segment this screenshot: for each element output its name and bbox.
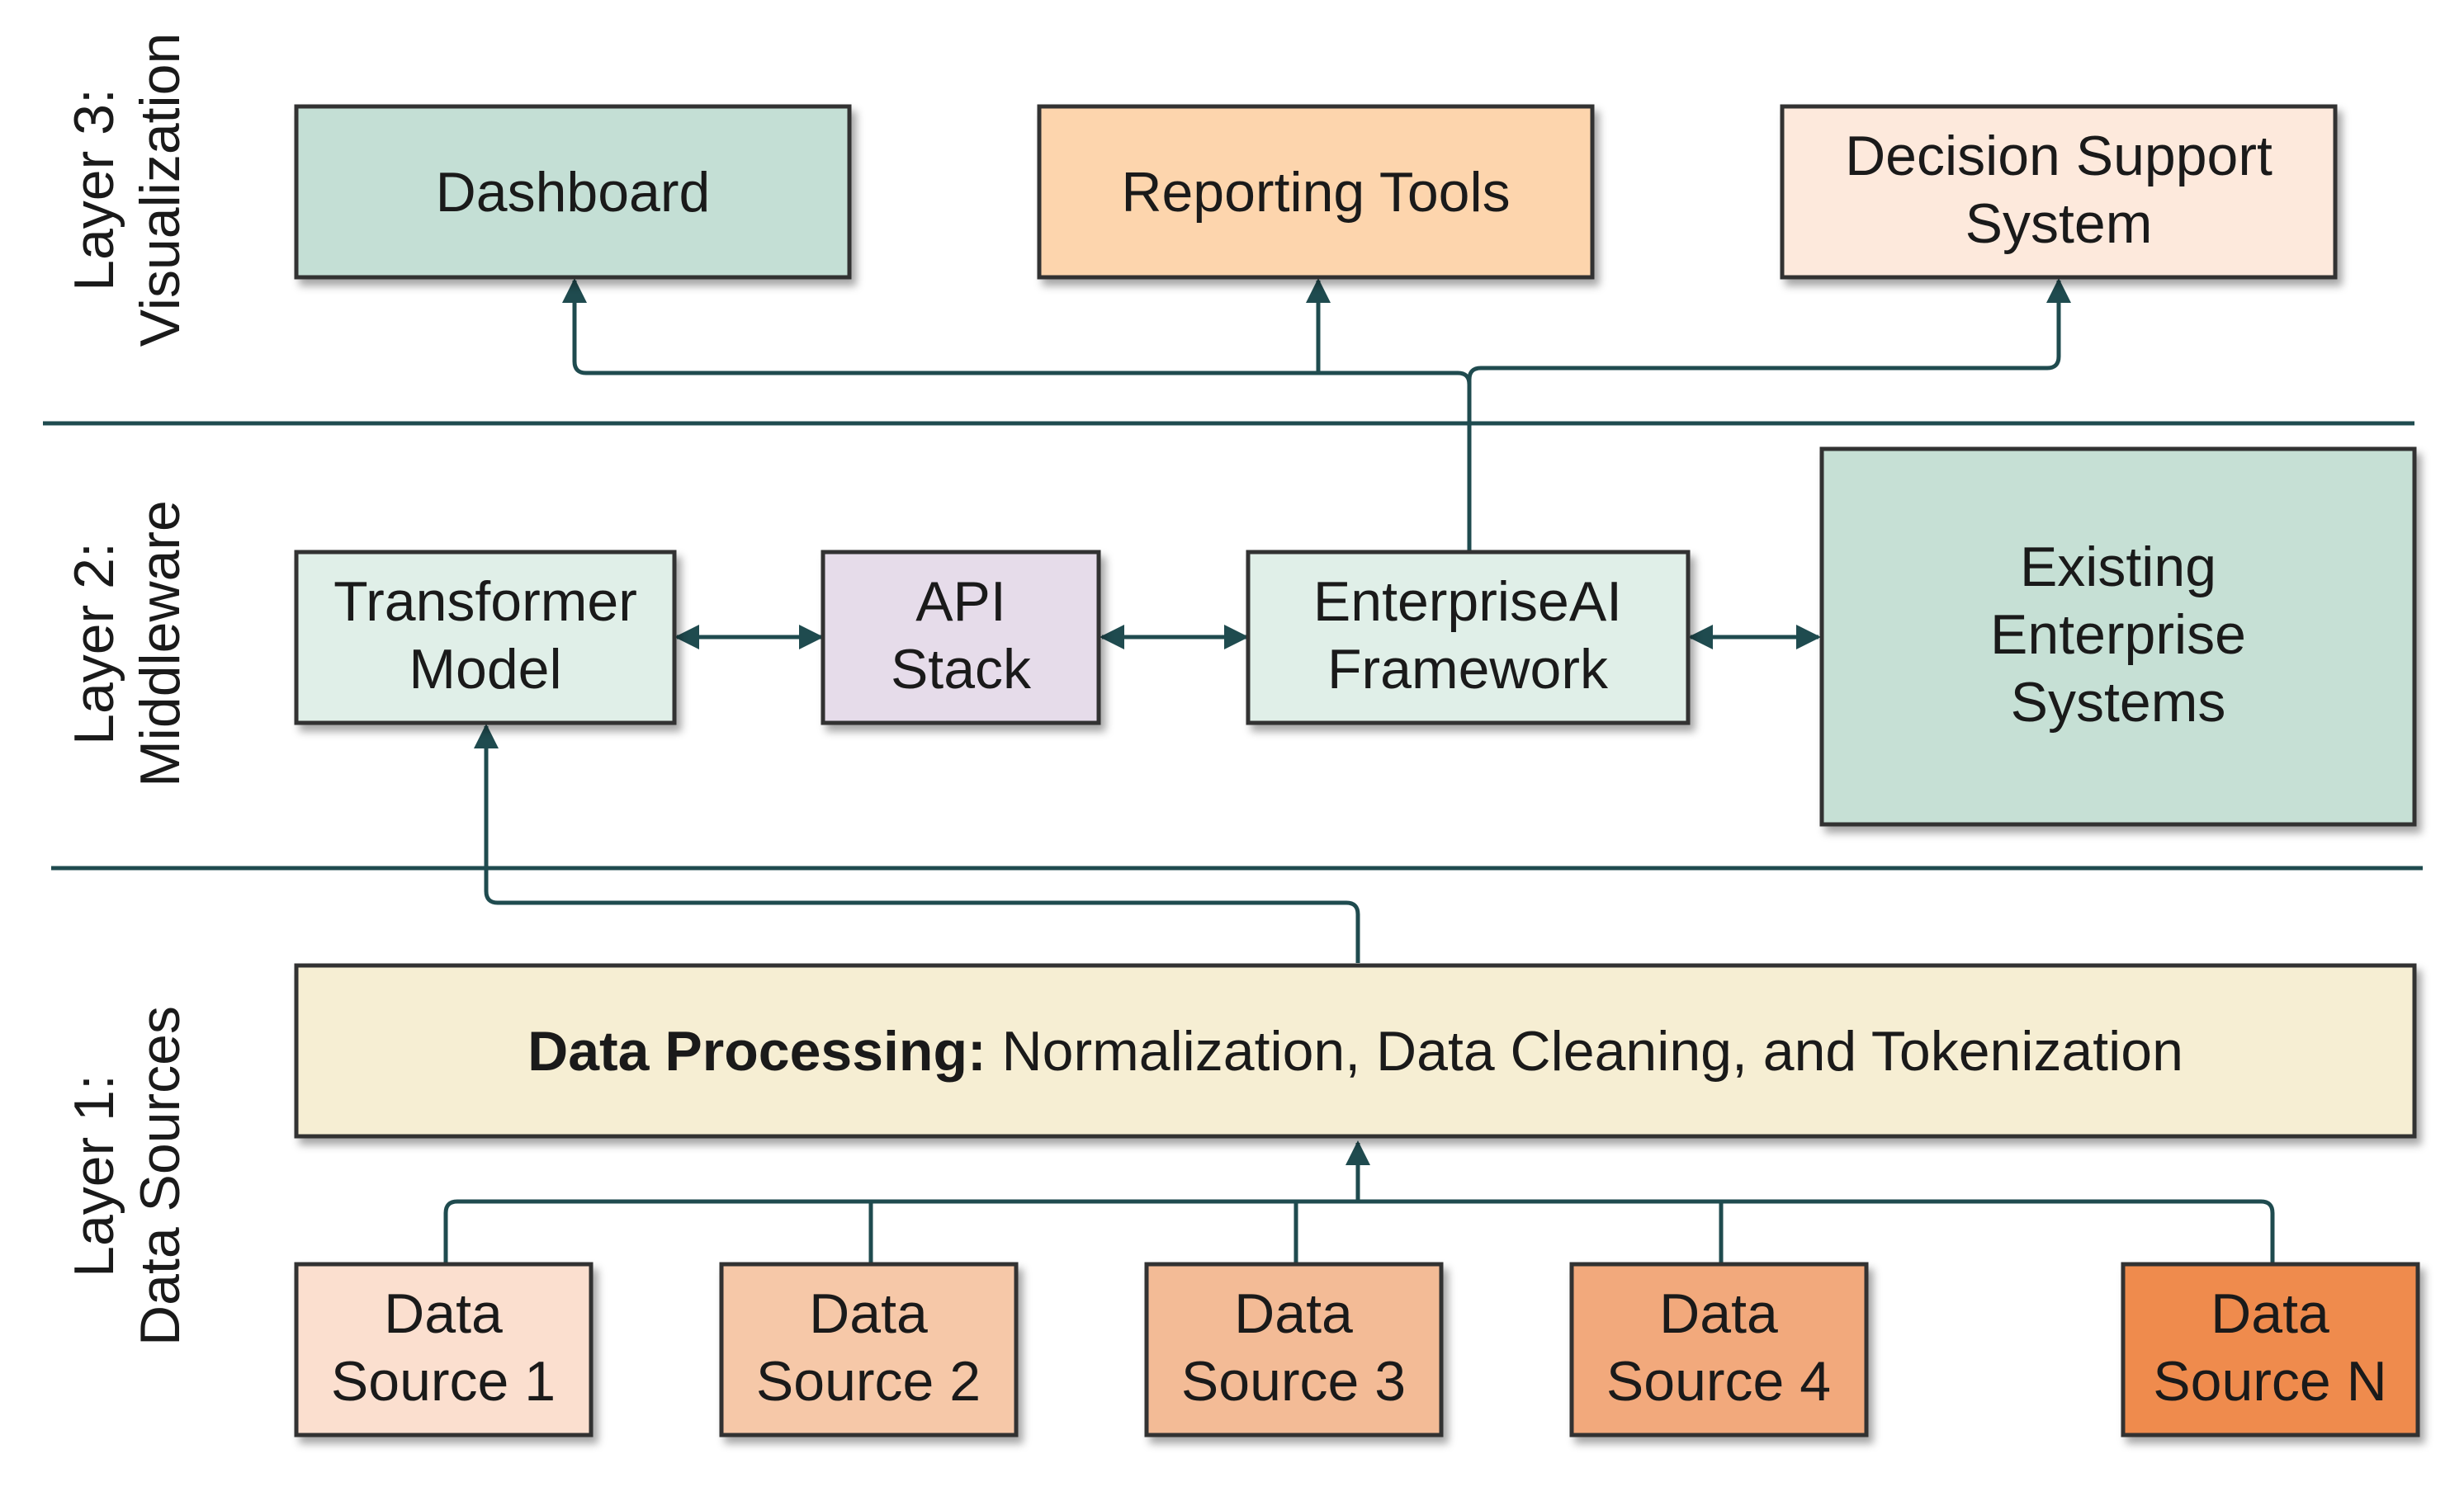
enterpriseai-framework-label-line2: Framework	[1327, 638, 1609, 701]
data-source-3-box[interactable]: Data Source 3	[1144, 1262, 1444, 1437]
api-stack-label-line2: Stack	[891, 638, 1032, 701]
existing-systems-label-line2: Enterprise	[1990, 603, 2246, 666]
layer3-label-line2: Visualization	[129, 33, 192, 347]
data-source-n-label-line1: Data	[2211, 1282, 2329, 1345]
data-source-3-label-line2: Source 3	[1181, 1350, 1406, 1413]
dashboard-box[interactable]: Dashboard	[294, 104, 852, 280]
data-source-4-label-line2: Source 4	[1606, 1350, 1831, 1413]
existing-systems-label-line1: Existing	[2020, 536, 2216, 598]
data-source-1-box[interactable]: Data Source 1	[294, 1262, 594, 1437]
decision-support-label-line1: Decision Support	[1845, 125, 2272, 187]
transformer-model-label-line2: Model	[409, 638, 561, 701]
api-stack-label-line1: API	[915, 570, 1006, 633]
existing-enterprise-systems-box[interactable]: Existing Enterprise Systems	[1819, 446, 2417, 827]
data-processing-label: Data Processing: Normalization, Data Cle…	[527, 1020, 2183, 1083]
data-sources-connectors	[443, 1140, 2275, 1264]
data-processing-bold-label: Data Processing:	[527, 1020, 986, 1083]
layer3-label-line1: Layer 3:	[63, 88, 125, 291]
decision-support-box[interactable]: Decision Support System	[1780, 104, 2338, 280]
data-source-4-box[interactable]: Data Source 4	[1569, 1262, 1869, 1437]
data-source-2-box[interactable]: Data Source 2	[719, 1262, 1019, 1437]
layer1-label-line2: Data Sources	[129, 1006, 192, 1346]
data-source-3-label-line1: Data	[1234, 1282, 1353, 1345]
data-source-n-label-line2: Source N	[2153, 1350, 2386, 1413]
data-source-n-box[interactable]: Data Source N	[2121, 1262, 2420, 1437]
data-processing-description: Normalization, Data Cleaning, and Tokeni…	[986, 1020, 2183, 1083]
framework-to-visualization-connectors	[562, 278, 2071, 550]
enterpriseai-framework-box[interactable]: EnterpriseAI Framework	[1246, 550, 1691, 725]
layer2-label-line2: Middleware	[129, 500, 192, 787]
data-source-2-label-line2: Source 2	[756, 1350, 981, 1413]
data-processing-box[interactable]: Data Processing: Normalization, Data Cle…	[294, 963, 2417, 1139]
transformer-model-label-line1: Transformer	[333, 570, 637, 633]
enterpriseai-framework-label-line1: EnterpriseAI	[1313, 570, 1622, 633]
decision-support-label-line2: System	[1965, 192, 2153, 255]
reporting-tools-label: Reporting Tools	[1121, 161, 1510, 224]
processing-to-transformer-connector	[474, 724, 1360, 963]
layer2-label-line1: Layer 2:	[63, 542, 125, 745]
data-source-2-label-line1: Data	[809, 1282, 928, 1345]
data-source-1-label-line2: Source 1	[331, 1350, 556, 1413]
reporting-tools-box[interactable]: Reporting Tools	[1037, 104, 1595, 280]
layer1-label-line1: Layer 1:	[63, 1074, 125, 1277]
existing-systems-label-line3: Systems	[2011, 671, 2226, 734]
transformer-model-box[interactable]: Transformer Model	[294, 550, 677, 725]
dashboard-label: Dashboard	[436, 161, 711, 224]
api-stack-box[interactable]: API Stack	[821, 550, 1101, 725]
data-source-4-label-line1: Data	[1659, 1282, 1778, 1345]
data-source-1-label-line1: Data	[384, 1282, 503, 1345]
